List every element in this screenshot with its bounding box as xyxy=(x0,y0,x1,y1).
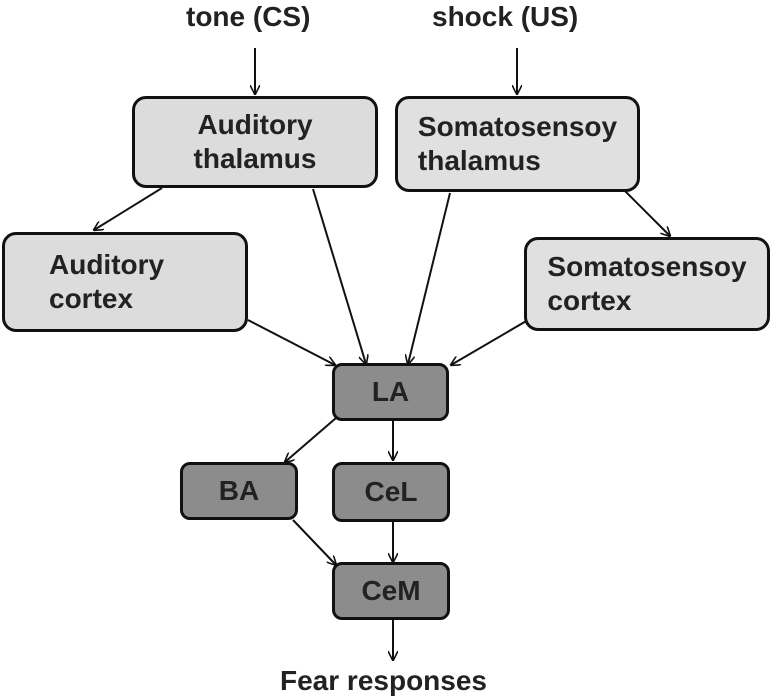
somatosensory-cortex-node: Somatosensoy cortex xyxy=(524,237,770,331)
arrow-somatosensory-thalamus-to-somatosensory-cortex xyxy=(623,189,670,236)
ba-label: BA xyxy=(218,475,260,506)
arrow-la-to-ba xyxy=(285,417,337,462)
arrow-ba-to-cem xyxy=(292,519,336,565)
auditory-cortex-label: Auditory cortex xyxy=(49,249,165,314)
arrow-somatosensory-cortex-to-la xyxy=(451,319,529,365)
arrow-auditory-thalamus-to-auditory-cortex xyxy=(94,187,163,230)
arrow-auditory-thalamus-to-la xyxy=(312,188,366,364)
cel-node: CeL xyxy=(332,462,450,522)
auditory-cortex-node: Auditory cortex xyxy=(2,232,248,332)
arrow-auditory-cortex-to-la xyxy=(247,319,335,365)
la-node: LA xyxy=(332,363,449,421)
somatosensory-thalamus-node: Somatosensoy thalamus xyxy=(395,96,640,192)
shock-us-label: shock (US) xyxy=(432,1,579,32)
auditory-thalamus-label: Auditory thalamus xyxy=(193,109,317,174)
cem-label: CeM xyxy=(361,575,421,606)
ba-node: BA xyxy=(180,462,298,520)
cem-node: CeM xyxy=(332,562,450,620)
somatosensory-cortex-label: Somatosensoy cortex xyxy=(547,251,747,316)
fear-responses-label: Fear responses xyxy=(280,665,487,696)
tone-cs-label: tone (CS) xyxy=(186,1,311,32)
auditory-thalamus-node: Auditory thalamus xyxy=(132,96,378,188)
la-label: LA xyxy=(371,376,410,407)
arrow-somatosensory-thalamus-to-la xyxy=(408,192,451,364)
cel-label: CeL xyxy=(364,476,418,507)
somatosensory-thalamus-label: Somatosensoy thalamus xyxy=(417,111,618,176)
